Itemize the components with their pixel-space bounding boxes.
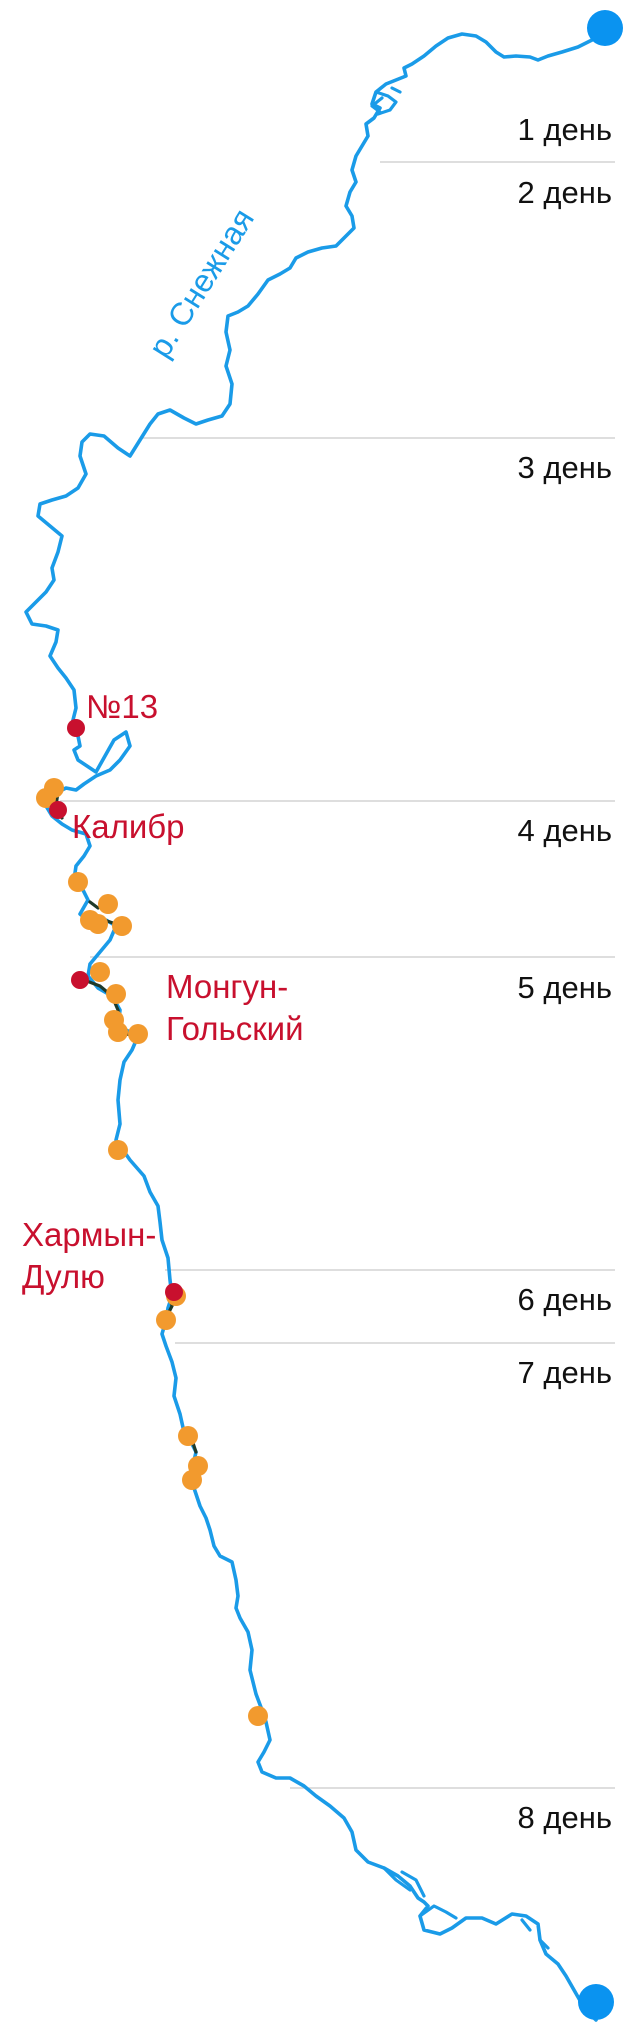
day-label-6: 6 день bbox=[518, 1282, 612, 1317]
day-label-4: 4 день bbox=[518, 813, 612, 848]
day-separators bbox=[60, 161, 615, 1789]
place-label-13: №13 bbox=[86, 688, 158, 725]
day-label-8: 8 день bbox=[518, 1800, 612, 1835]
start-point bbox=[587, 10, 623, 46]
rapid-marker bbox=[156, 1310, 176, 1330]
place-label-mongun-line2: Гольский bbox=[166, 1010, 304, 1047]
day-labels: 1 день 2 день 3 день 4 день 5 день 6 ден… bbox=[518, 112, 612, 1835]
day-label-3: 3 день bbox=[518, 450, 612, 485]
rapid-marker bbox=[36, 788, 56, 808]
camp-marker-mongun bbox=[71, 971, 89, 989]
rapid-marker bbox=[108, 1140, 128, 1160]
rapid-marker bbox=[128, 1024, 148, 1044]
day-label-2: 2 день bbox=[518, 175, 612, 210]
river-tail bbox=[520, 1918, 550, 1950]
river-braid-lower bbox=[382, 1866, 458, 1920]
camp-marker-harmyn bbox=[165, 1283, 183, 1301]
rapid-marker bbox=[248, 1706, 268, 1726]
river-braid-upper bbox=[370, 86, 402, 116]
day-label-1: 1 день bbox=[518, 112, 612, 147]
day-label-7: 7 день bbox=[518, 1355, 612, 1390]
place-label-kalibr: Калибр bbox=[72, 808, 185, 845]
river-name-label: р. Снежная bbox=[141, 202, 261, 364]
rapids bbox=[36, 778, 268, 1726]
end-point bbox=[578, 1984, 614, 2020]
place-label-mongun-line1: Монгун- bbox=[166, 968, 288, 1005]
place-label-harmyn-line1: Хармын- bbox=[22, 1216, 156, 1253]
place-label-harmyn-line2: Дулю bbox=[22, 1258, 105, 1295]
rapid-marker bbox=[90, 962, 110, 982]
rapid-marker bbox=[106, 984, 126, 1004]
rapid-marker bbox=[88, 914, 108, 934]
rapid-marker bbox=[98, 894, 118, 914]
rapid-marker bbox=[178, 1426, 198, 1446]
day-label-5: 5 день bbox=[518, 970, 612, 1005]
rapid-marker bbox=[68, 872, 88, 892]
rapid-marker bbox=[112, 916, 132, 936]
camp-marker-13 bbox=[67, 719, 85, 737]
place-labels: №13 Калибр Монгун- Гольский Хармын- Дулю bbox=[22, 688, 304, 1295]
rapid-marker bbox=[182, 1470, 202, 1490]
camps bbox=[49, 719, 183, 1301]
rapid-marker bbox=[108, 1022, 128, 1042]
camp-marker-kalibr bbox=[49, 801, 67, 819]
